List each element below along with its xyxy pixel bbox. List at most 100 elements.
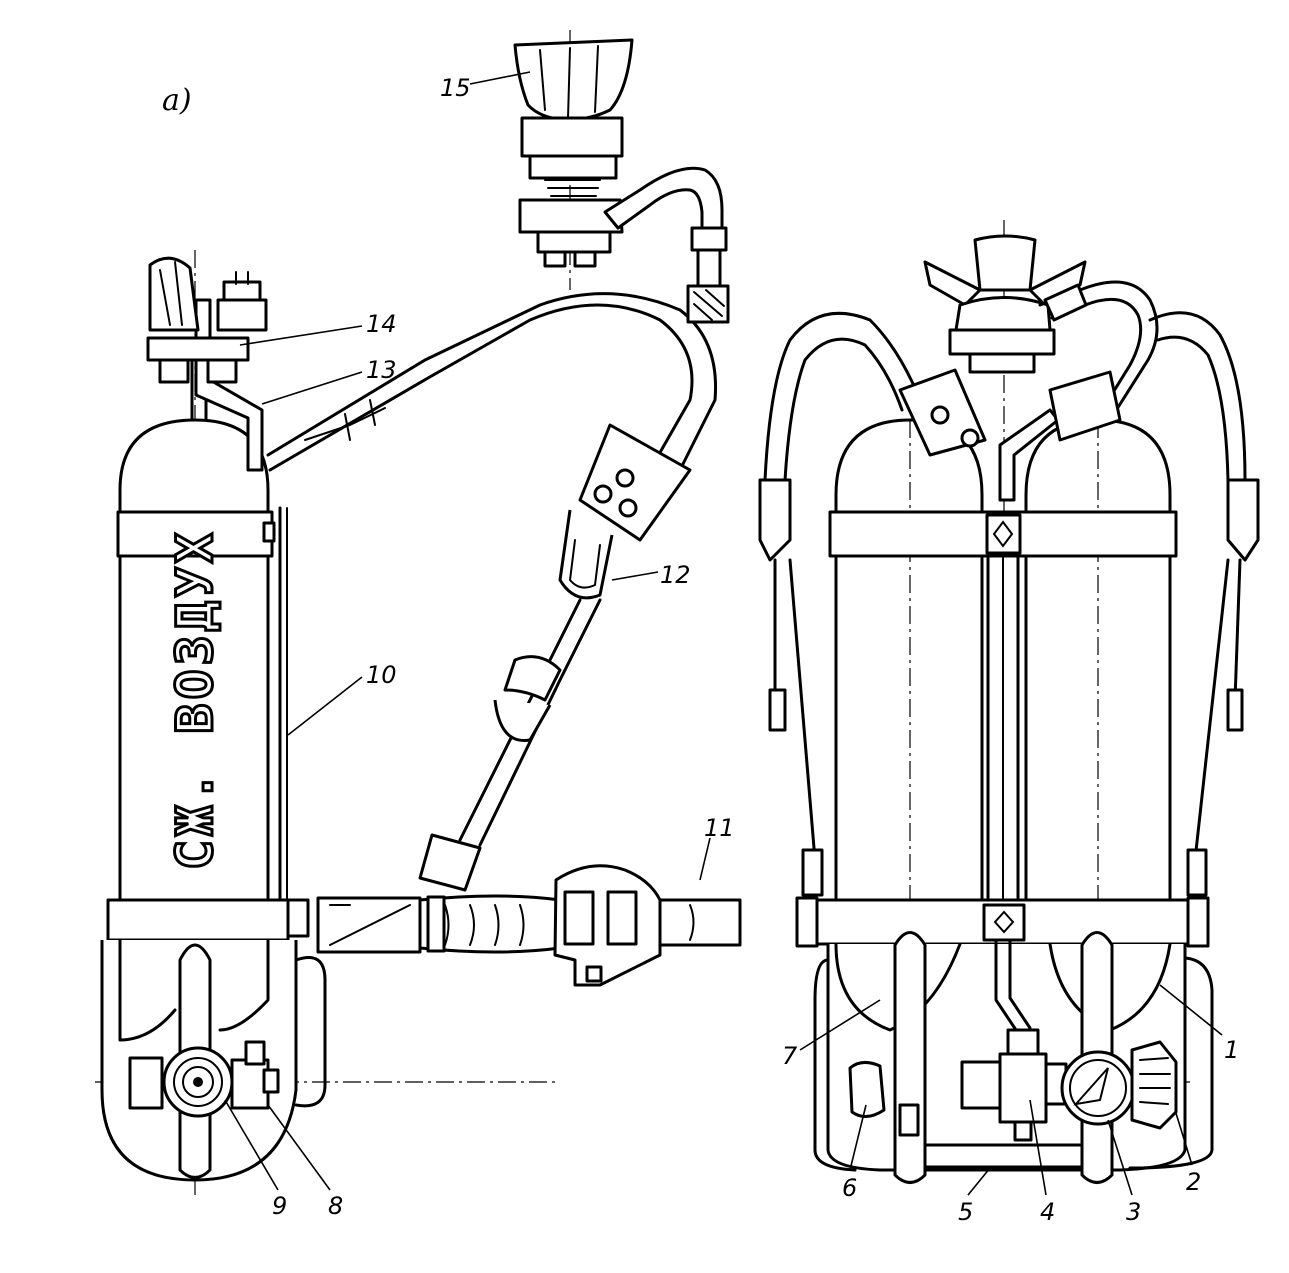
side-strap-tick-1: [344, 413, 351, 441]
side-reducer-nut-right: [206, 358, 238, 384]
callout-3: 3: [1126, 1198, 1141, 1226]
rear-pressure-gauge-needle: [1073, 1067, 1109, 1106]
mask-coupling-knurl: [693, 289, 725, 321]
callout-labels: 1 2 3 4 5 6 7 8 9 10 11 12 13 14 15: [272, 74, 1239, 1226]
rear-left-valve: [848, 1061, 886, 1118]
mask-connector-upper: [520, 116, 624, 158]
callout-1: 1: [1224, 1036, 1239, 1064]
mask-valve-housing: [518, 198, 624, 234]
rear-reducer-base: [948, 328, 1056, 356]
side-belt-folds: [444, 904, 525, 946]
leader-11: [699, 837, 711, 881]
side-strap-tick-2: [369, 399, 376, 426]
callout-5: 5: [958, 1198, 973, 1226]
callout-13: 13: [366, 356, 397, 384]
rear-tee-nut: [1006, 1028, 1040, 1056]
rear-cylinder-left: [834, 418, 984, 902]
mask-detail: [513, 30, 730, 324]
rear-hp-line-nut: [1043, 283, 1088, 322]
rear-left-strap-clip: [898, 1103, 920, 1137]
rear-top-band-lock-diamond: [992, 520, 1014, 548]
side-cylinder-bottom-band: [106, 898, 290, 942]
mask-valve-foot-1: [543, 250, 567, 268]
side-gauge-top: [222, 280, 262, 302]
callout-8: 8: [328, 1192, 343, 1220]
side-valve-ring-2: [182, 1066, 214, 1098]
callout-2: 2: [1186, 1168, 1201, 1196]
callout-4: 4: [1040, 1198, 1055, 1226]
leader-4: [1029, 1099, 1047, 1196]
rear-left-lower-strap: [773, 558, 817, 862]
rear-left-strap-outer: [763, 311, 922, 482]
leader-8: [267, 1104, 331, 1191]
side-shoulder-strap-outer: [268, 303, 694, 472]
rear-left-strap-inner: [783, 337, 904, 482]
side-valve-outlet: [128, 1056, 164, 1110]
leader-3: [1107, 1119, 1133, 1196]
rear-reducer-wing-left: [923, 260, 982, 307]
rear-left-side-guard: [813, 958, 857, 1172]
side-bottom-dome: [118, 938, 270, 1042]
rear-top-band-lock: [985, 513, 1022, 555]
mask-spring: [544, 179, 601, 197]
side-belt-tail: [658, 898, 742, 947]
leaders: [224, 71, 1223, 1196]
rear-right-strap-outer: [1148, 311, 1247, 482]
side-gauge-block: [216, 298, 268, 332]
side-belt-buckle-tab: [585, 965, 603, 983]
mask-valve-base: [536, 230, 612, 254]
rear-center-tube: [998, 408, 1060, 502]
mask-valve-foot-2: [573, 250, 597, 268]
leader-6: [849, 1104, 867, 1171]
leader-14: [239, 325, 363, 346]
panel-label: а): [162, 83, 192, 118]
rear-left-strap-buckle: [758, 478, 792, 562]
callout-15: 15: [440, 74, 471, 102]
rear-reducer-body: [954, 296, 1052, 332]
callout-12: 12: [660, 561, 691, 589]
rear-hp-line-inner: [1050, 297, 1143, 422]
rear-right-strap-end: [1186, 848, 1208, 897]
side-strap-buckle-plate: [578, 423, 692, 542]
side-buckle-inner: [568, 539, 601, 589]
leader-12: [611, 571, 659, 581]
side-rear-handle: [294, 956, 327, 1108]
rear-right-strap-plate: [1048, 370, 1122, 442]
side-reducer-base: [146, 336, 250, 362]
leader-5: [967, 1167, 991, 1196]
side-strap-d-ring: [493, 699, 552, 742]
rear-right-side-guard: [1128, 956, 1214, 1170]
rear-right-strap-hook: [1226, 688, 1244, 732]
leader-15: [469, 71, 531, 85]
rear-tee-left-valve: [960, 1060, 1002, 1110]
rear-vertical-strap-left: [893, 931, 927, 1184]
side-band-lug: [286, 898, 310, 938]
rear-right-lower-strap: [1193, 558, 1242, 862]
rear-pressure-gauge-dial: [1069, 1059, 1127, 1117]
side-valve-center: [193, 1077, 203, 1087]
rear-left-strap-rivet-1: [930, 405, 950, 425]
callout-14: 14: [366, 310, 397, 338]
rear-reducer-foot: [968, 352, 1036, 374]
side-rivet-1: [615, 468, 635, 488]
rear-bottom-crossbar: [923, 1143, 1084, 1169]
tank-inscription: СЖ. ВОЗДУХ: [166, 529, 224, 870]
leader-7: [799, 999, 881, 1051]
rear-bottom-band-lock-diamond: [993, 910, 1015, 934]
side-belt-buckle-slot-2: [606, 890, 638, 946]
rear-bottom-band-lug-right: [1186, 896, 1210, 948]
callout-7: 7: [782, 1042, 798, 1070]
rear-view: [758, 220, 1260, 1184]
rear-right-handwheel-grip: [1139, 1057, 1171, 1105]
leader-13: [261, 371, 363, 405]
mask-facepiece: [513, 38, 634, 122]
mask-hose-tube: [696, 248, 722, 288]
callout-11: 11: [704, 814, 735, 842]
rear-right-strap-buckle: [1226, 478, 1260, 562]
mask-connector-lower: [528, 154, 618, 180]
side-buckle-12: [558, 509, 614, 600]
rear-left-strap-hook: [768, 688, 787, 732]
side-valve-nut: [262, 1068, 280, 1094]
